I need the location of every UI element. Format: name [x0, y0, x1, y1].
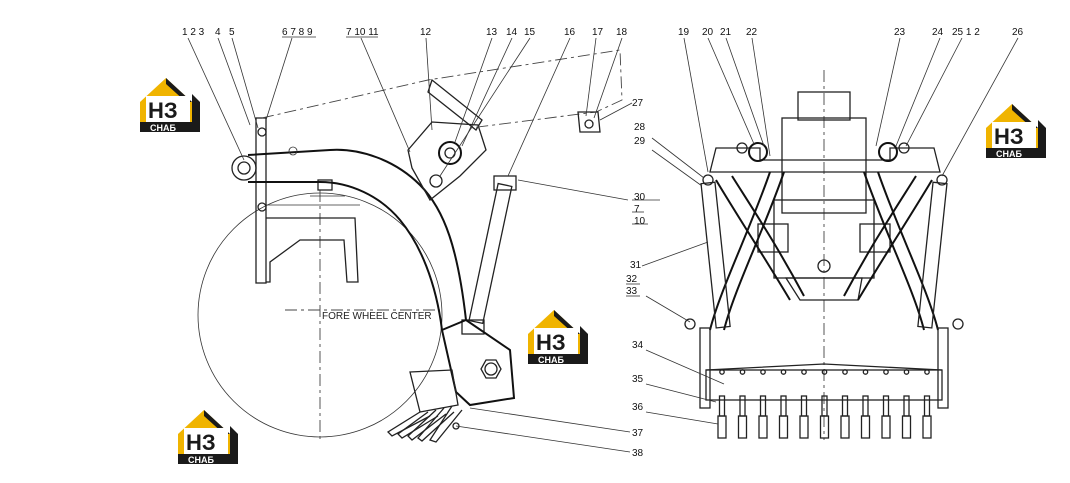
callout-25-1-2: 25 1 2 [952, 27, 980, 38]
callout-36: 36 [632, 402, 644, 413]
watermark-logo-top-left: НЗ СНАБ [140, 78, 200, 133]
callout-13: 13 [486, 27, 498, 38]
callout-20: 20 [702, 27, 714, 38]
callout-10-lower: 10 [634, 216, 646, 227]
mounting-bracket [266, 217, 359, 283]
svg-text:НЗ: НЗ [536, 330, 566, 355]
rear-top-frame [709, 147, 941, 173]
callout-6-7-8-9: 6 7 8 9 [282, 27, 313, 38]
callout-5: 5 [229, 27, 235, 38]
mounting-frame-plate [255, 117, 267, 284]
bracket-pin-lower [429, 174, 443, 188]
callout-16: 16 [564, 27, 576, 38]
ripper-tooth [860, 369, 871, 439]
svg-text:НЗ: НЗ [994, 124, 1024, 149]
callout-21: 21 [720, 27, 732, 38]
right-cylinder [917, 181, 948, 329]
svg-text:СНАБ: СНАБ [996, 149, 1022, 159]
ripper-tooth [737, 369, 748, 439]
svg-text:НЗ: НЗ [148, 98, 178, 123]
frame-bolt-top [257, 127, 267, 137]
rear-view [684, 70, 964, 440]
beam-small-pin [288, 146, 298, 156]
lift-cylinder [468, 182, 513, 325]
watermark-logo-right: НЗ СНАБ [986, 104, 1046, 159]
raised-position-outline [261, 49, 623, 129]
ripper-tooth [922, 369, 932, 439]
diagonal-right [863, 171, 939, 331]
fore-wheel-center-label: FORE WHEEL CENTER [322, 311, 432, 322]
callout-19: 19 [678, 27, 690, 38]
cylinder-pivot-upper [438, 141, 462, 165]
ripper-tooth [778, 369, 789, 439]
right-link-arm [843, 175, 933, 301]
ripper-tooth [881, 369, 891, 439]
callout-31: 31 [630, 260, 642, 271]
watermark-logo-center: НЗ СНАБ [528, 310, 588, 365]
left-link-arm [715, 175, 805, 301]
gearbox-top [797, 91, 851, 121]
callout-32: 32 [626, 274, 638, 285]
ripper-tooth [819, 369, 830, 439]
callout-7-lower: 7 [634, 204, 640, 215]
left-cylinder [700, 181, 731, 329]
callout-14: 14 [506, 27, 518, 38]
bracket-17-18 [577, 111, 601, 133]
callout-22: 22 [746, 27, 758, 38]
callout-34: 34 [632, 340, 644, 351]
svg-text:СНАБ: СНАБ [538, 355, 564, 365]
callout-17: 17 [592, 27, 604, 38]
ripper-tooth [840, 369, 850, 439]
callout-7-10-11: 7 10 11 [346, 27, 379, 38]
callout-23: 23 [894, 27, 906, 38]
ripper-tooth [901, 369, 912, 439]
ripper-tooth [799, 369, 809, 439]
callout-1-2-3: 1 2 3 [182, 27, 205, 38]
cylinder-head [493, 175, 517, 191]
watermark-logo-bottom-left: НЗ СНАБ [178, 410, 238, 465]
beam-pivot [231, 155, 257, 181]
callout-35: 35 [632, 374, 644, 385]
svg-text:СНАБ: СНАБ [150, 123, 176, 133]
callout-18: 18 [616, 27, 628, 38]
ripper-teeth-rear [717, 369, 932, 439]
leader-lines [187, 36, 1019, 453]
frame-bolt-bottom [257, 202, 267, 212]
gearbox-housing [781, 117, 867, 214]
callout-28: 28 [634, 122, 646, 133]
callout-27: 27 [632, 98, 644, 109]
callout-12: 12 [420, 27, 432, 38]
callout-29: 29 [634, 136, 646, 147]
ripper-shank [440, 318, 516, 407]
shank-hex-nut [480, 359, 502, 379]
ripper-tooth [717, 369, 727, 439]
svg-text:СНАБ: СНАБ [188, 455, 214, 465]
callout-38: 38 [632, 448, 644, 459]
frame-lug [317, 179, 333, 191]
ripper-tooth [758, 369, 768, 439]
ripper-beam [247, 148, 467, 321]
cylinder-rod-end [461, 319, 485, 335]
ripper-teeth-side [386, 369, 463, 443]
callout-26: 26 [1012, 27, 1024, 38]
callout-37: 37 [632, 428, 644, 439]
side-view [197, 49, 623, 443]
callout-24: 24 [932, 27, 944, 38]
diagonal-left [709, 171, 785, 331]
callout-15: 15 [524, 27, 536, 38]
svg-text:НЗ: НЗ [186, 430, 216, 455]
callout-labels: 1 2 3 4 5 6 7 8 9 7 10 11 12 13 14 15 16… [182, 27, 1024, 459]
callout-33: 33 [626, 286, 638, 297]
callout-30: 30 [634, 192, 646, 203]
callout-4: 4 [215, 27, 221, 38]
upper-bracket [407, 121, 487, 201]
